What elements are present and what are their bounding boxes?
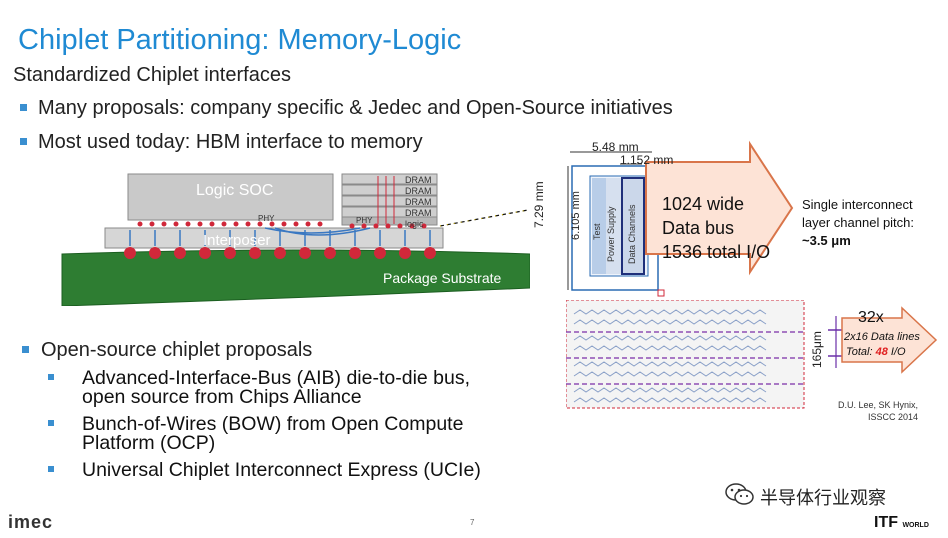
width-inner-label: 1.152 mm <box>620 153 674 167</box>
bus-width: 1024 wide <box>662 194 745 214</box>
itf-logo-main: ITF <box>874 514 898 531</box>
sub-bullet-marker <box>48 466 54 472</box>
open-source-heading: Open-source chiplet proposals <box>41 339 313 361</box>
total-io: Total: 48 I/O <box>846 346 906 358</box>
pitch-line-2: layer channel pitch: <box>802 215 915 230</box>
proposal-bow-line2: Platform (OCP) <box>82 432 216 454</box>
logic-soc-label: Logic SOC <box>196 182 274 199</box>
bullet-proposals: Many proposals: company specific & Jedec… <box>38 97 673 119</box>
page-number: 7 <box>470 518 475 527</box>
itf-logo-sub: WORLD <box>902 522 929 529</box>
interposer-label: Interposer <box>203 232 271 249</box>
package-substrate <box>61 249 530 306</box>
proposal-aib-line1: Advanced-Interface-Bus (AIB) die-to-die … <box>82 367 471 389</box>
wechat-icon <box>725 483 754 505</box>
dram-label: DRAM <box>405 197 432 207</box>
col-test-label: Test <box>592 223 602 240</box>
logic-label: logic <box>405 219 424 229</box>
proposal-ucie: Universal Chiplet Interconnect Express (… <box>82 459 481 481</box>
height-outer-label: 7.29 mm <box>532 181 546 228</box>
data-bus-text: 1024 wide Data bus 1536 total I/O <box>662 192 770 264</box>
bullet-marker <box>20 138 27 145</box>
logic-soc-die <box>127 173 334 221</box>
col-power-label: Power Supply <box>606 206 616 262</box>
imec-logo: imec <box>8 512 54 532</box>
sub-bullet-marker <box>48 374 54 380</box>
bullet-marker <box>22 346 29 353</box>
total-unit: I/O <box>890 346 906 358</box>
data-lines-arrow <box>841 306 938 374</box>
mult-label: 32x <box>858 309 884 326</box>
slide-subtitle: Standardized Chiplet interfaces <box>13 64 291 86</box>
bullet-marker <box>20 104 27 111</box>
bus-label: Data bus <box>662 218 735 238</box>
pitch-height-label: 165μm <box>810 331 824 368</box>
dram-label: DRAM <box>405 175 432 185</box>
col-data-label: Data Channels <box>627 204 637 264</box>
pitch-line-1: Single interconnect <box>802 197 913 212</box>
sub-bullet-marker <box>48 420 54 426</box>
wechat-account: 半导体行业观察 <box>760 488 886 509</box>
channel-zoom-view <box>566 300 805 409</box>
hbm-die-diagram <box>567 140 794 297</box>
dram-labels: DRAM DRAM DRAM DRAM logic <box>405 175 432 230</box>
proposal-aib: Advanced-Interface-Bus (AIB) die-to-die … <box>82 367 471 408</box>
proposal-bow-line1: Bunch-of-Wires (BOW) from Open Compute <box>82 413 464 435</box>
itf-logo: ITF WORLD <box>874 514 929 532</box>
bus-io: 1536 total I/O <box>662 242 771 262</box>
substrate-label: Package Substrate <box>383 270 502 286</box>
bullet-hbm: Most used today: HBM interface to memory <box>38 131 423 153</box>
data-bus-arrow <box>645 140 794 276</box>
width-outer-label: 5.48 mm <box>592 140 639 154</box>
phy-left-label: PHY <box>258 214 275 223</box>
proposal-bow: Bunch-of-Wires (BOW) from Open Compute P… <box>82 413 464 454</box>
interposer <box>104 227 444 249</box>
phy-right-label: PHY <box>356 216 373 225</box>
citation: D.U. Lee, SK Hynix, ISSCC 2014 <box>836 399 918 423</box>
package-cross-section <box>61 173 530 306</box>
slide-title: Chiplet Partitioning: Memory-Logic <box>18 24 462 56</box>
pitch-value: ~3.5 μm <box>802 233 851 248</box>
citation-line-1: D.U. Lee, SK Hynix, <box>837 400 918 410</box>
dram-label: DRAM <box>405 186 432 196</box>
citation-line-2: ISSCC 2014 <box>867 412 918 422</box>
data-lines-label: 2x16 Data lines <box>844 331 920 343</box>
total-label: Total: <box>846 346 873 358</box>
dram-label: DRAM <box>405 208 432 218</box>
total-value: 48 <box>875 346 888 358</box>
proposal-aib-line2: open source from Chips Alliance <box>82 386 362 408</box>
height-inner-label: 6.105 mm <box>570 191 582 240</box>
pitch-note: Single interconnect layer channel pitch:… <box>802 196 914 250</box>
